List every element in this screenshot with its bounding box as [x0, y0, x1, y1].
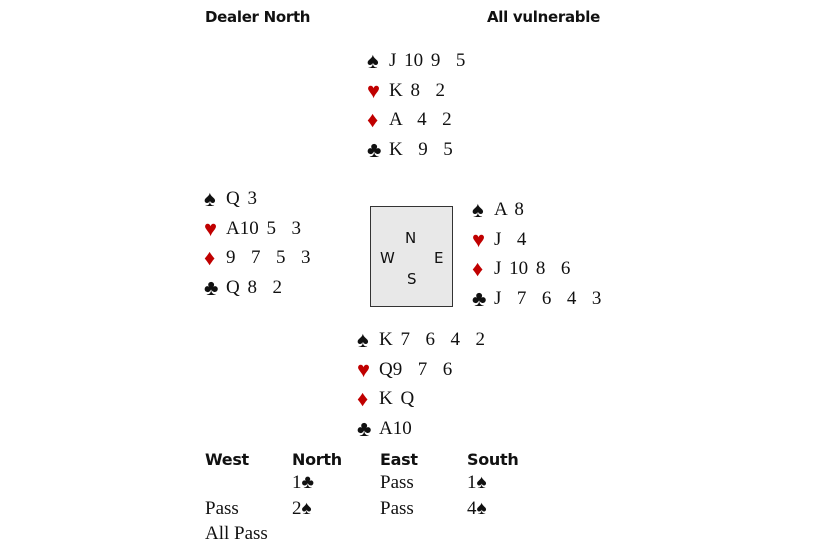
south-clubs-cards: A10 [379, 417, 412, 439]
bid-call: Pass [380, 472, 414, 493]
spade-suit-icon: ♠ [357, 327, 369, 352]
south-hearts-row: ♥ Q9 7 6 [357, 355, 485, 385]
bidding-header-north: North [292, 450, 342, 469]
diamond-suit-icon: ♦ [204, 245, 216, 270]
south-diamonds-cards: K Q [379, 388, 415, 409]
south-clubs-row: ♣ A10 [357, 414, 485, 444]
east-diamonds-row: ♦ J 10 8 6 [472, 254, 601, 284]
west-spades-row: ♠ Q 3 [204, 184, 311, 214]
bidding-header-south: South [467, 450, 519, 469]
bidding-header-west: West [205, 450, 249, 469]
club-suit-icon: ♣ [472, 285, 487, 311]
spade-suit-icon: ♠ [204, 186, 216, 211]
diamond-suit-icon: ♦ [367, 107, 379, 132]
vulnerability-label: All vulnerable [487, 8, 600, 26]
bid-call: All Pass [205, 523, 268, 544]
north-spades-row: ♠ J 10 9 5 [367, 46, 465, 76]
spade-suit-icon: ♠ [367, 48, 379, 73]
dealer-label: Dealer North [205, 8, 311, 26]
compass-west: W [380, 249, 395, 267]
club-suit-icon: ♣ [204, 274, 219, 300]
heart-suit-icon: ♥ [357, 356, 371, 382]
diamond-suit-icon: ♦ [472, 256, 484, 281]
bid-call: 1♠ [467, 472, 487, 493]
heart-suit-icon: ♥ [472, 226, 486, 252]
west-spades-cards: Q 3 [226, 188, 257, 209]
west-clubs-cards: Q 8 2 [226, 276, 282, 298]
south-hearts-cards: Q9 7 6 [379, 358, 453, 380]
south-hand: ♠ K 7 6 4 2 ♥ Q9 7 6 ♦ K Q ♣ A10 [357, 325, 485, 443]
diamond-suit-icon: ♦ [357, 386, 369, 411]
north-spades-cards: J 10 9 5 [389, 50, 466, 71]
north-diamonds-row: ♦ A 4 2 [367, 105, 465, 135]
spade-suit-icon: ♠ [472, 197, 484, 222]
bid-call: 1♣ [292, 472, 314, 493]
east-spades-row: ♠ A 8 [472, 195, 601, 225]
east-clubs-cards: J 7 6 4 3 [494, 287, 602, 309]
heart-suit-icon: ♥ [204, 215, 218, 241]
north-clubs-cards: K 9 5 [389, 138, 453, 160]
east-spades-cards: A 8 [494, 199, 524, 220]
compass-south: S [407, 270, 417, 288]
north-diamonds-cards: A 4 2 [389, 109, 452, 130]
north-clubs-row: ♣ K 9 5 [367, 135, 465, 165]
club-suit-icon: ♣ [367, 136, 382, 162]
compass-east: E [434, 249, 444, 267]
bidding-header-east: East [380, 450, 418, 469]
west-hearts-row: ♥ A10 5 3 [204, 214, 311, 244]
west-hearts-cards: A10 5 3 [226, 217, 301, 239]
bid-call: Pass [205, 497, 239, 519]
north-hearts-row: ♥ K 8 2 [367, 76, 465, 106]
east-diamonds-cards: J 10 8 6 [494, 258, 571, 279]
east-hearts-row: ♥ J 4 [472, 225, 601, 255]
bid-call: Pass [380, 497, 414, 519]
south-spades-row: ♠ K 7 6 4 2 [357, 325, 485, 355]
east-hearts-cards: J 4 [494, 228, 527, 250]
club-suit-icon: ♣ [357, 415, 372, 441]
west-diamonds-cards: 9 7 5 3 [226, 247, 311, 268]
west-diamonds-row: ♦ 9 7 5 3 [204, 243, 311, 273]
bid-call: 2♠ [292, 497, 312, 519]
compass-box: N W E S [370, 206, 453, 307]
compass-north: N [405, 229, 417, 247]
west-clubs-row: ♣ Q 8 2 [204, 273, 311, 303]
west-hand: ♠ Q 3 ♥ A10 5 3 ♦ 9 7 5 3 ♣ Q 8 2 [204, 184, 311, 302]
east-clubs-row: ♣ J 7 6 4 3 [472, 284, 601, 314]
south-spades-cards: K 7 6 4 2 [379, 329, 485, 350]
east-hand: ♠ A 8 ♥ J 4 ♦ J 10 8 6 ♣ J 7 6 4 3 [472, 195, 601, 313]
south-diamonds-row: ♦ K Q [357, 384, 485, 414]
north-hand: ♠ J 10 9 5 ♥ K 8 2 ♦ A 4 2 ♣ K 9 5 [367, 46, 465, 164]
bid-call: 4♠ [467, 497, 487, 519]
north-hearts-cards: K 8 2 [389, 79, 445, 101]
heart-suit-icon: ♥ [367, 77, 381, 103]
